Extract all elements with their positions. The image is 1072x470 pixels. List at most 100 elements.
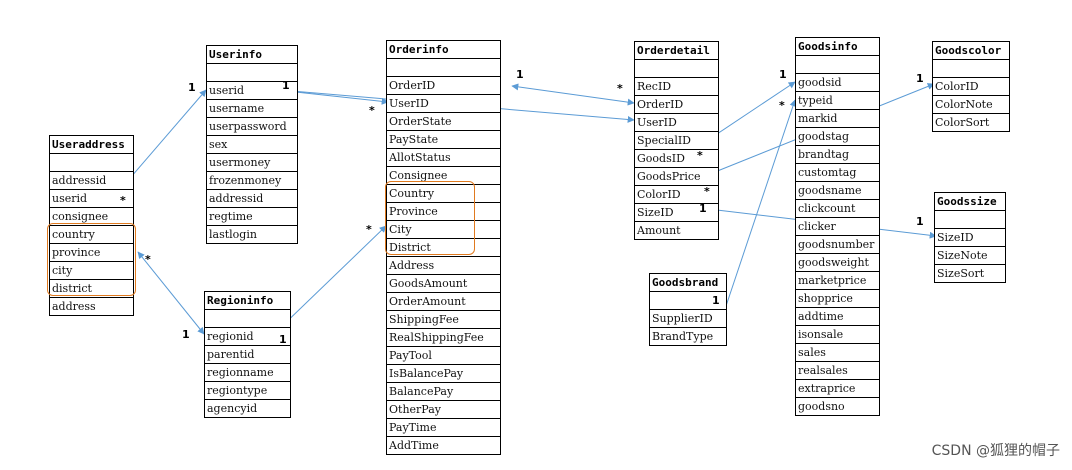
table-regioninfo: Regioninfo regionid parentid regionname … — [204, 291, 291, 418]
field-row: Country — [387, 185, 500, 203]
field-row: BalancePay — [387, 383, 500, 401]
highlight-address-fields-useraddress — [47, 223, 136, 296]
field-row: goodsweight — [796, 254, 879, 272]
field-row: regtime — [207, 208, 297, 226]
field-row: OtherPay — [387, 401, 500, 419]
table-spacer — [933, 60, 1009, 78]
table-goodsinfo: Goodsinfo goodsid typeid markid goodstag… — [795, 37, 880, 416]
field-row: goodsnumber — [796, 236, 879, 254]
table-useraddress: Useraddress addressid userid consignee c… — [49, 135, 134, 316]
field-row: SizeSort — [937, 267, 985, 280]
field-row: addtime — [796, 308, 879, 326]
multiplicity-label: * — [120, 194, 126, 207]
field-row: brandtag — [796, 146, 879, 164]
field-row: City — [387, 221, 500, 239]
field-row: lastlogin — [209, 228, 257, 241]
field-row: OrderID — [387, 77, 500, 95]
field-row: addressid — [207, 190, 297, 208]
table-spacer — [205, 310, 290, 328]
field-row: province — [50, 244, 133, 262]
field-row: ColorID — [933, 78, 1009, 96]
field-row: clickcount — [796, 200, 879, 218]
table-spacer — [635, 60, 718, 78]
multiplicity-label: 1 — [516, 68, 524, 81]
field-row: customtag — [796, 164, 879, 182]
multiplicity-label: * — [617, 82, 623, 95]
field-row: userpassword — [207, 118, 297, 136]
multiplicity-label: * — [779, 99, 785, 112]
field-row: IsBalancePay — [387, 365, 500, 383]
table-title: Userinfo — [207, 46, 297, 64]
field-row: District — [387, 239, 500, 257]
field-row: isonsale — [796, 326, 879, 344]
table-orderdetail: Orderdetail RecID OrderID UserID Special… — [634, 41, 719, 240]
field-row: SizeNote — [935, 247, 1005, 265]
table-title: Orderdetail — [635, 42, 718, 60]
field-row: AllotStatus — [387, 149, 500, 167]
table-title: Goodscolor — [933, 42, 1009, 60]
field-row: Consignee — [387, 167, 500, 185]
table-goodscolor: Goodscolor ColorID ColorNote ColorSort — [932, 41, 1010, 132]
field-row: GoodsPrice — [635, 168, 718, 186]
field-row: ShippingFee — [387, 311, 500, 329]
multiplicity-label: * — [366, 223, 372, 236]
multiplicity-label: 1 — [279, 333, 287, 346]
multiplicity-label: 1 — [282, 79, 290, 92]
table-spacer — [650, 292, 726, 310]
table-spacer — [207, 64, 297, 82]
table-title: Goodsbrand — [650, 274, 726, 292]
field-row: UserID — [387, 95, 500, 113]
table-title: Orderinfo — [387, 41, 500, 59]
field-row: RecID — [635, 78, 718, 96]
watermark: CSDN @狐狸的帽子 — [931, 443, 1060, 459]
field-row: address — [52, 300, 96, 313]
field-row: shopprice — [796, 290, 879, 308]
field-row: GoodsAmount — [387, 275, 500, 293]
field-row: RealShippingFee — [387, 329, 500, 347]
field-row: frozenmoney — [207, 172, 297, 190]
rel-regioninfo-orderinfo — [275, 225, 387, 333]
field-row: regionname — [205, 364, 290, 382]
field-row: GoodsID — [635, 150, 718, 168]
multiplicity-label: 1 — [188, 81, 196, 94]
field-row: sales — [796, 344, 879, 362]
field-row: goodsno — [798, 400, 845, 413]
table-title: Useraddress — [50, 136, 133, 154]
field-row: district — [50, 280, 133, 298]
field-row: typeid — [796, 92, 879, 110]
table-spacer — [50, 154, 133, 172]
field-row: regionid — [205, 328, 290, 346]
field-row: regiontype — [205, 382, 290, 400]
table-title: Regioninfo — [205, 292, 290, 310]
multiplicity-label: 1 — [182, 328, 190, 341]
multiplicity-label: 1 — [712, 294, 720, 307]
multiplicity-label: * — [369, 104, 375, 117]
table-orderinfo: Orderinfo OrderID UserID OrderState PayS… — [386, 40, 501, 455]
field-row: PayTool — [387, 347, 500, 365]
field-row: OrderState — [387, 113, 500, 131]
highlight-address-fields-orderinfo — [385, 181, 475, 255]
field-row: userid — [50, 190, 133, 208]
field-row: BrandType — [652, 330, 714, 343]
field-row: goodsid — [796, 74, 879, 92]
field-row: SizeID — [635, 204, 718, 222]
table-goodssize: Goodssize SizeID SizeNote SizeSort — [934, 192, 1006, 283]
field-row: realsales — [796, 362, 879, 380]
table-spacer — [796, 56, 879, 74]
table-title: Goodssize — [935, 193, 1005, 211]
multiplicity-label: * — [145, 253, 151, 266]
rel-regioninfo-useraddress — [137, 251, 205, 335]
table-userinfo: Userinfo userid username userpassword se… — [206, 45, 298, 244]
field-row: goodstag — [796, 128, 879, 146]
table-goodsbrand: Goodsbrand SupplierID BrandType — [649, 273, 727, 346]
field-row: userid — [207, 82, 297, 100]
rel-goodsbrand-goodsinfo — [720, 99, 797, 319]
field-row: OrderID — [635, 96, 718, 114]
field-row: Province — [387, 203, 500, 221]
field-row: Address — [387, 257, 500, 275]
field-row: agencyid — [207, 402, 258, 415]
field-row: UserID — [635, 114, 718, 132]
field-row: ColorNote — [933, 96, 1009, 114]
multiplicity-label: 1 — [779, 68, 787, 81]
